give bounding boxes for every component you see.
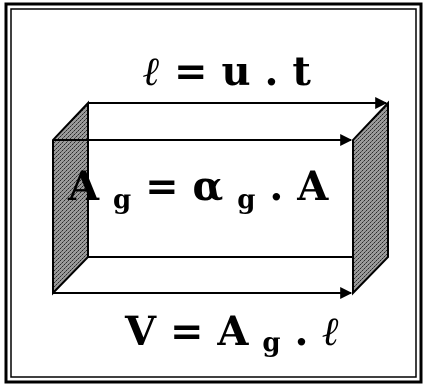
top-equation-rest: = u . t: [174, 48, 311, 95]
equals-alpha: = α: [145, 163, 223, 210]
middle-tail: . A: [269, 163, 329, 210]
outer-frame: [4, 2, 423, 384]
middle-equation: A g = α g . A: [67, 163, 329, 218]
area-base: A: [67, 163, 100, 210]
top-equation: ℓ = u . t: [143, 48, 311, 95]
volume-subscript: g: [262, 328, 280, 358]
volume-ell: ℓ: [322, 308, 339, 355]
prism-box: [52, 97, 389, 299]
inner-frame: [10, 8, 417, 378]
ell-symbol: ℓ: [143, 48, 160, 95]
volume-lead: V = A: [124, 308, 249, 355]
alpha-subscript: g: [237, 185, 255, 215]
area-subscript: g: [113, 185, 131, 215]
right-face: [352, 100, 389, 296]
volume-dot: .: [295, 308, 323, 355]
bottom-equation: V = A g . ℓ: [124, 308, 339, 361]
